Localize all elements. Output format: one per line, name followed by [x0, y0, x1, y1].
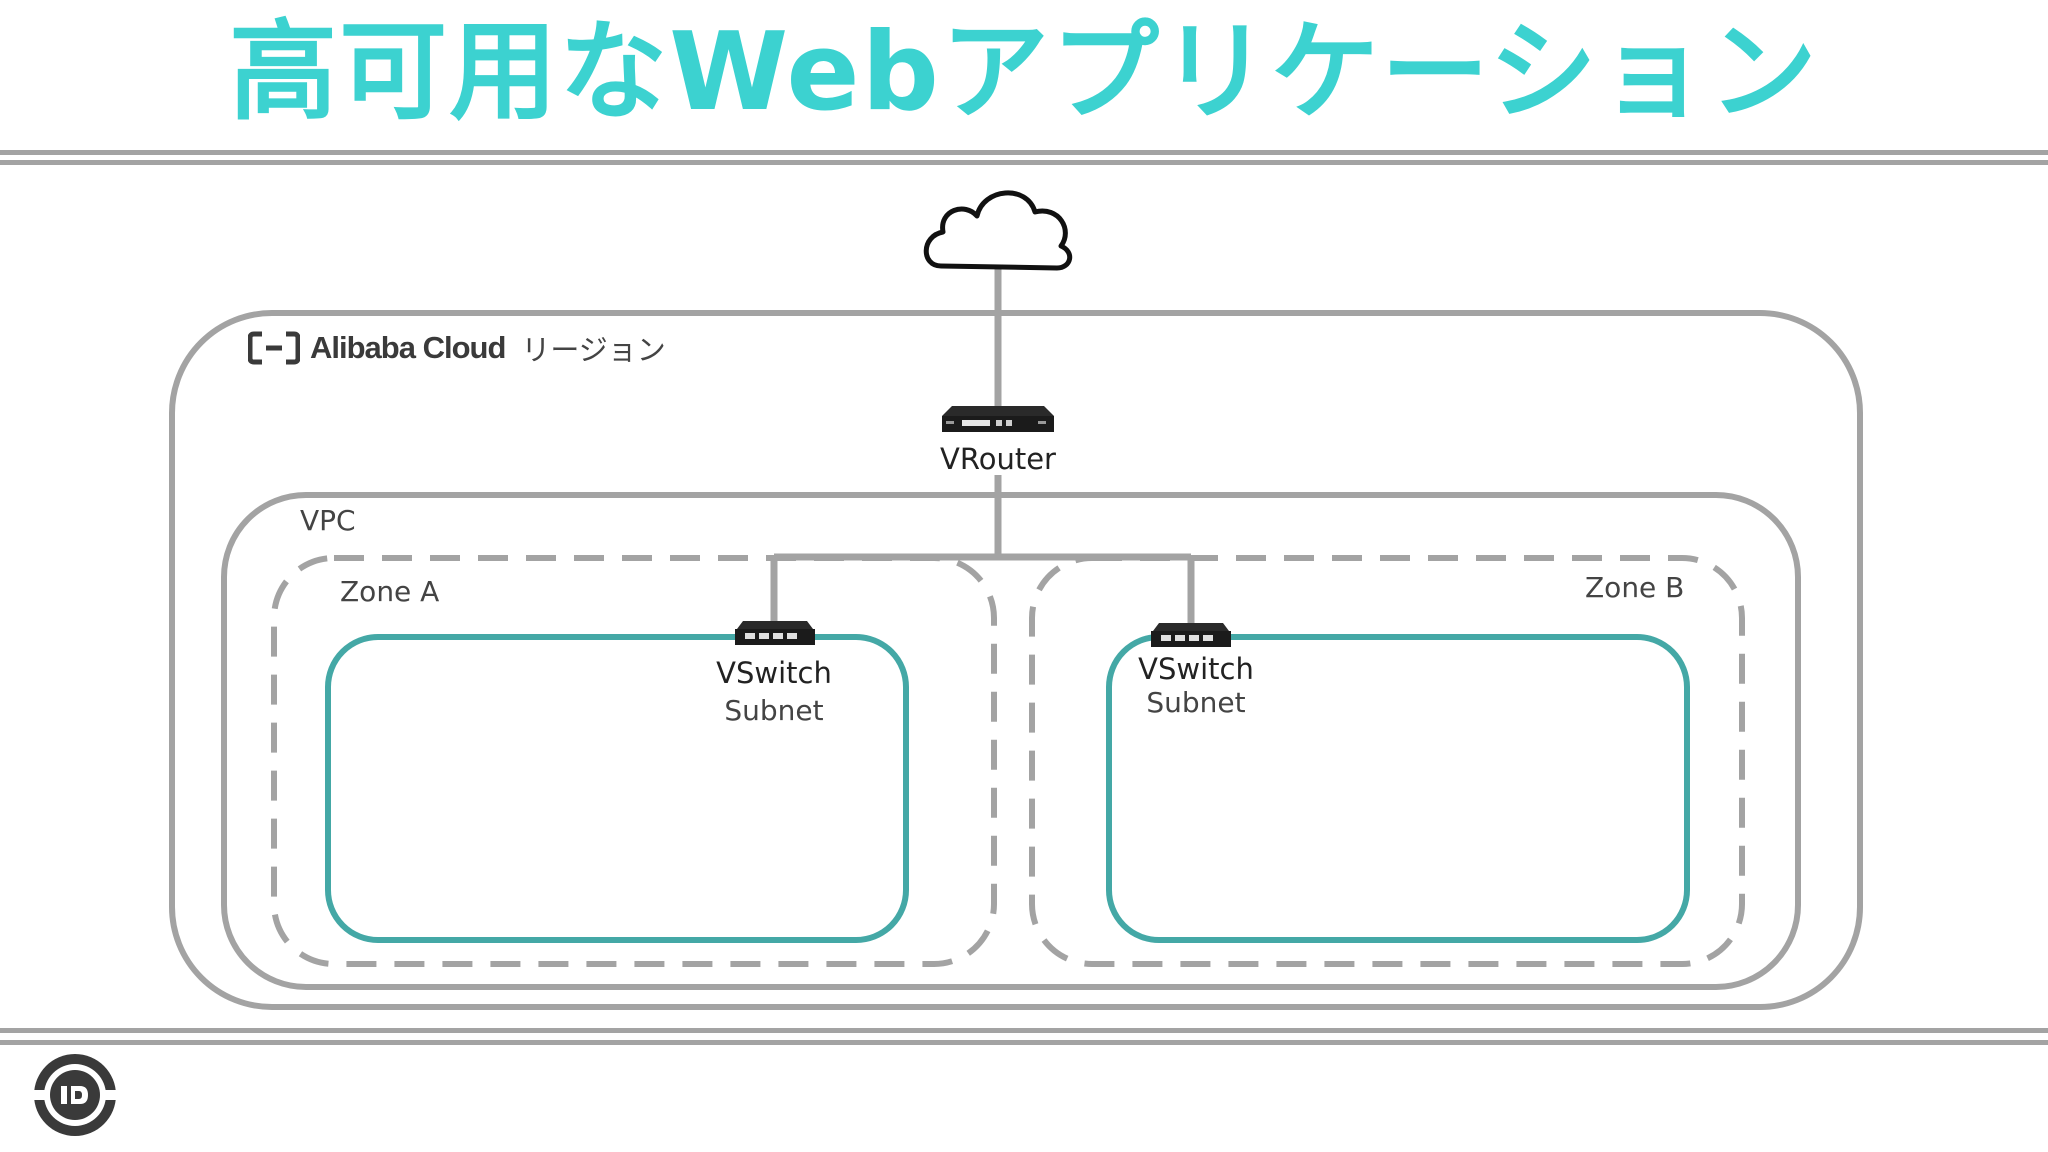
vswitch-b-label: VSwitch — [1138, 652, 1254, 686]
zone-b-label: Zone B — [1585, 571, 1685, 604]
vpc-label: VPC — [300, 504, 356, 537]
region-container — [169, 310, 1863, 1010]
router-icon — [942, 406, 1054, 432]
bottom-divider-1 — [0, 1028, 2048, 1033]
zone-b-container — [1029, 555, 1745, 967]
page-title: 高可用なWebアプリケーション — [229, 10, 1819, 135]
subnet-b-label: Subnet — [1146, 686, 1246, 719]
channel-logo-icon — [34, 1054, 116, 1136]
top-divider-2 — [0, 160, 2048, 165]
top-divider-1 — [0, 150, 2048, 155]
region-name: リージョン — [521, 333, 666, 367]
subnet-a-box — [325, 634, 909, 943]
alibaba-cloud-logo-icon — [248, 331, 300, 365]
subnet-b-box — [1106, 634, 1690, 943]
cloud-icon — [923, 190, 1073, 271]
zone-a-label: Zone A — [340, 575, 440, 608]
region-brand: Alibaba Cloud — [310, 330, 506, 365]
zone-a-container — [271, 555, 997, 967]
vpc-container — [221, 492, 1801, 990]
vswitch-a-label: VSwitch — [716, 656, 832, 690]
switch-icon-zone-b — [1151, 623, 1231, 647]
bottom-divider-2 — [0, 1040, 2048, 1045]
vrouter-label: VRouter — [940, 442, 1056, 476]
switch-icon-zone-a — [735, 621, 815, 645]
subnet-a-label: Subnet — [724, 694, 824, 727]
region-label: Alibaba Cloud リージョン — [248, 328, 666, 368]
